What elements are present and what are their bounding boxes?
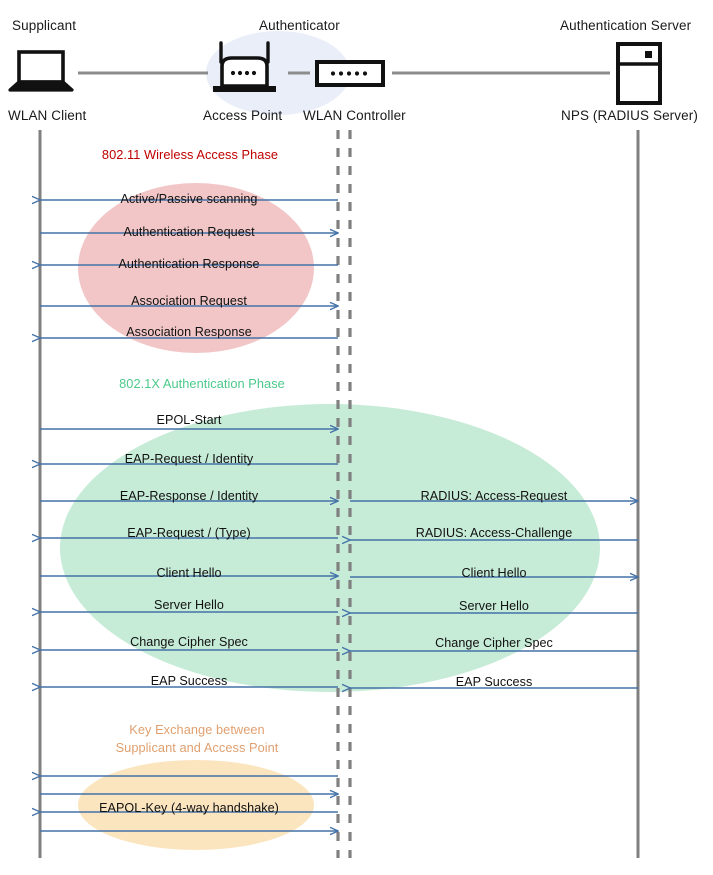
message-left-label: Association Request — [131, 294, 247, 308]
phase-label-802-11: 802.11 Wireless Access Phase — [101, 147, 279, 162]
message-left-label: Association Response — [126, 325, 252, 339]
phase-label-802-1x: 802.1X Authentication Phase — [119, 376, 285, 391]
message-right-label: RADIUS: Access-Request — [420, 489, 568, 503]
message-left-label: Client Hello — [156, 566, 222, 580]
message-left-label: EAP-Response / Identity — [119, 489, 259, 503]
message-left-label: EAP-Request / (Type) — [127, 526, 251, 540]
message-left-label: Active/Passive scanning — [120, 192, 258, 206]
laptop-icon — [8, 50, 74, 92]
message-left-label: EAP Success — [150, 674, 228, 688]
message-arrows-right — [350, 501, 638, 688]
server-rack-icon — [616, 42, 662, 105]
phase-label-key-exchange: Key Exchange between Supplicant and Acce… — [72, 721, 322, 757]
message-left-label: Authentication Response — [118, 257, 260, 271]
message-left-label: Change Cipher Spec — [130, 635, 248, 649]
message-left-label: Authentication Request — [123, 225, 255, 239]
column-top-label-auth-server: Authentication Server — [560, 18, 692, 33]
phase-label-key-exchange-line1: Key Exchange between — [129, 722, 265, 737]
phase-802-1x-ellipse — [60, 404, 600, 692]
column-bottom-label-wlan-controller: WLAN Controller — [303, 108, 406, 123]
phase-key-exchange-ellipse — [78, 760, 314, 850]
authenticator-zone-ellipse — [206, 31, 350, 115]
wireless-access-point-icon — [213, 41, 276, 92]
message-left-label: EAPOL-Key (4-way handshake) — [99, 801, 279, 815]
network-switch-icon — [315, 60, 385, 87]
column-top-label-authenticator: Authenticator — [259, 18, 340, 33]
message-left-label: EAP-Request / Identity — [124, 452, 254, 466]
phase-label-key-exchange-line2: Supplicant and Access Point — [115, 740, 279, 755]
message-right-label: Server Hello — [459, 599, 529, 613]
message-right-label: RADIUS: Access-Challenge — [415, 526, 573, 540]
column-bottom-label-access-point: Access Point — [203, 108, 283, 123]
message-left-label: EPOL-Start — [156, 413, 222, 427]
phase-802-11-ellipse — [78, 183, 314, 353]
column-top-label-supplicant: Supplicant — [12, 18, 77, 33]
message-right-label: EAP Success — [455, 675, 533, 689]
column-bottom-label-wlan-client: WLAN Client — [8, 108, 87, 123]
message-right-label: Change Cipher Spec — [435, 636, 553, 650]
column-bottom-label-nps-radius: NPS (RADIUS Server) — [561, 108, 698, 123]
message-left-label: Server Hello — [154, 598, 224, 612]
message-right-label: Client Hello — [461, 566, 527, 580]
message-arrows-left — [40, 200, 338, 831]
